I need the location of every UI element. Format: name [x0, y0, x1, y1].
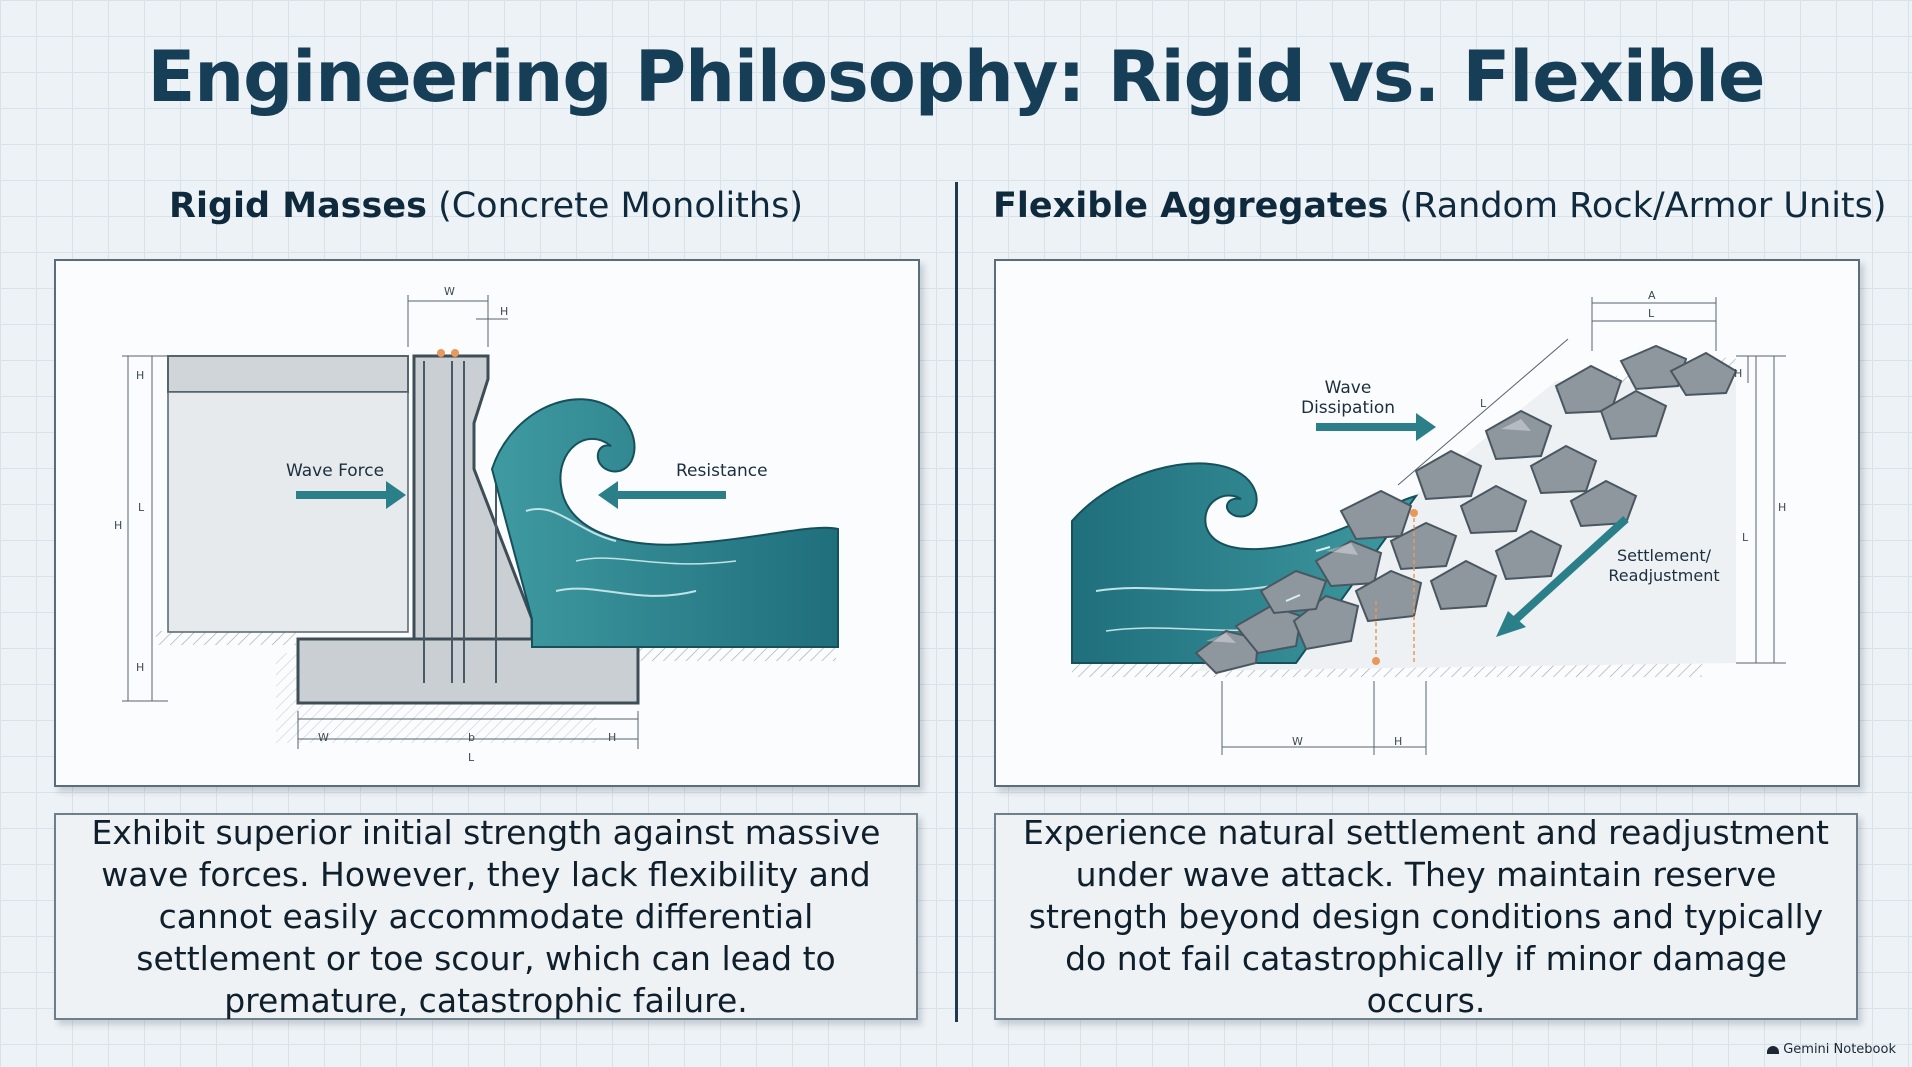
- rigid-description: Exhibit superior initial strength agains…: [54, 813, 918, 1020]
- watermark-text: Gemini Notebook: [1783, 1042, 1896, 1057]
- dim-h-left-bottom: H: [136, 661, 144, 674]
- rigid-heading: Rigid Masses (Concrete Monoliths): [54, 186, 918, 226]
- settlement-arrow: [1496, 516, 1629, 637]
- column-divider: [955, 182, 958, 1022]
- dim-b-base: b: [468, 731, 475, 744]
- backfill-body: [167, 391, 409, 633]
- wave-left: [490, 398, 839, 648]
- dim-a-top: A: [1648, 289, 1656, 302]
- dim-h-base-flex: H: [1394, 735, 1402, 748]
- dim-l-left: L: [138, 501, 145, 514]
- ground-hatch-right: [596, 647, 836, 661]
- base-footing: [296, 637, 640, 705]
- wave-dissipation-label-2: Dissipation: [1301, 398, 1395, 418]
- rigid-heading-bold: Rigid Masses: [169, 186, 427, 226]
- dim-h-right: H: [1778, 501, 1786, 514]
- backfill-slab: [167, 355, 409, 393]
- flexible-diagram-panel: Wave Dissipation Settlement/ Readjustmen…: [994, 259, 1860, 787]
- dim-l-top: L: [1648, 307, 1655, 320]
- flexible-heading-bold: Flexible Aggregates: [993, 186, 1389, 226]
- dim-w-base: W: [318, 731, 329, 744]
- wave-dissipation-label-1: Wave: [1325, 378, 1372, 398]
- rigid-diagram-panel: Wave Force Resistance W H H H L H W b: [54, 259, 920, 787]
- gemini-logo-icon: [1767, 1045, 1780, 1054]
- dim-l-base: L: [468, 751, 475, 764]
- dim-h-right-top: H: [1734, 367, 1742, 380]
- wave-dissipation-arrow: [1316, 413, 1436, 441]
- dim-h-base: H: [608, 731, 616, 744]
- dim-w-base-flex: W: [1292, 735, 1303, 748]
- wall-stem: [412, 354, 534, 641]
- dim-h-left: H: [114, 519, 122, 532]
- dim-h-top: H: [500, 305, 508, 318]
- resistance-arrow: [598, 481, 726, 509]
- watermark: Gemini Notebook: [1767, 1042, 1896, 1057]
- dim-l-slope: L: [1480, 397, 1487, 410]
- wave-force-arrow: [296, 481, 406, 509]
- flexible-diagram: Wave Dissipation Settlement/ Readjustmen…: [1071, 289, 1786, 755]
- rigid-heading-sub: (Concrete Monoliths): [438, 186, 803, 226]
- settlement-label-2: Readjustment: [1608, 566, 1719, 585]
- resistance-label: Resistance: [676, 461, 768, 481]
- settlement-label-1: Settlement/: [1617, 546, 1712, 565]
- flexible-heading: Flexible Aggregates (Random Rock/Armor U…: [993, 186, 1887, 226]
- page-title: Engineering Philosophy: Rigid vs. Flexib…: [147, 36, 1765, 118]
- dim-h-left-top: H: [136, 369, 144, 382]
- wave-force-label: Wave Force: [286, 461, 384, 481]
- rigid-diagram: Wave Force Resistance W H H H L H W b: [114, 285, 839, 764]
- armor-rocks: [1194, 344, 1738, 675]
- flexible-description: Experience natural settlement and readju…: [994, 813, 1858, 1020]
- ground-hatch-left: [156, 631, 296, 645]
- dim-l-right: L: [1742, 531, 1749, 544]
- dim-w-top: W: [444, 285, 455, 298]
- flexible-heading-sub: (Random Rock/Armor Units): [1399, 186, 1887, 226]
